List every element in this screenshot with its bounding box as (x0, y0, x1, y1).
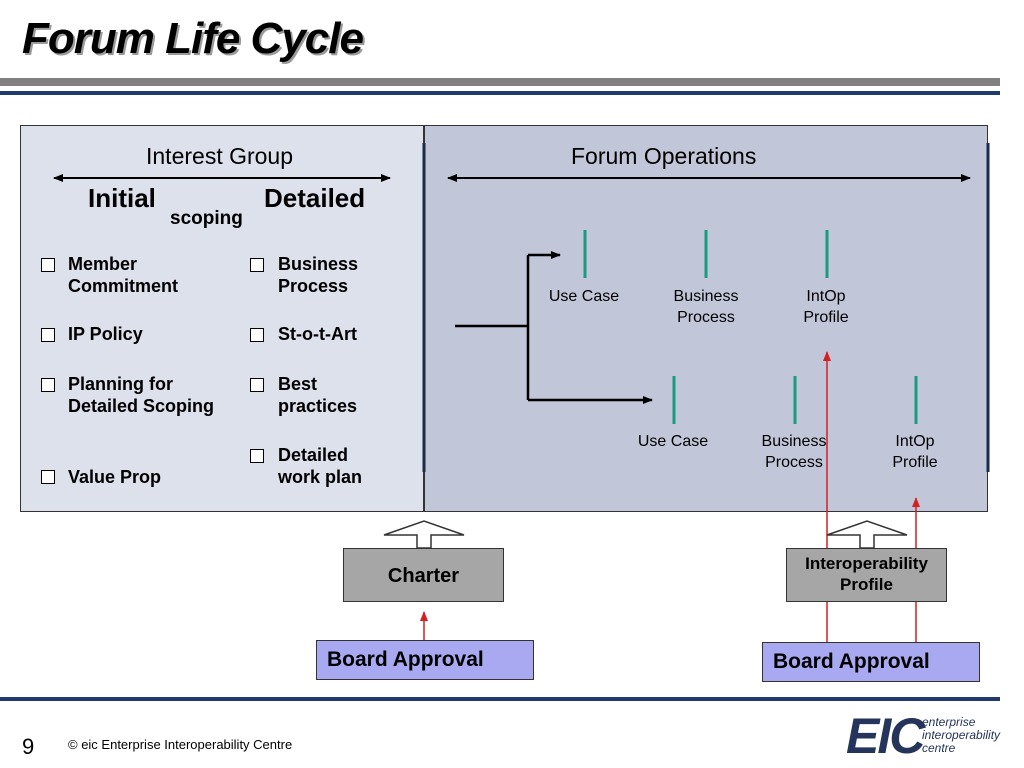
list-item: Member Commitment (68, 254, 179, 296)
charter-up-arrow (383, 520, 465, 549)
checkbox-icon (250, 449, 264, 463)
copyright-text: © eic Enterprise Interoperability Centre (68, 737, 293, 752)
board-approval-right: Board Approval (762, 642, 980, 682)
track2-business-process-label: Business Process (761, 433, 827, 471)
interest-group-panel (20, 125, 424, 512)
board-approval-right-label: Board Approval (773, 650, 930, 673)
interoperability-profile-label: Interoperability Profile (805, 554, 928, 594)
detailed-label: Detailed (264, 183, 366, 213)
footer-rule (0, 697, 1000, 701)
checkbox-icon (250, 378, 264, 392)
forum-operations-panel (424, 125, 988, 512)
logo-line: interoperability (922, 728, 1001, 742)
list-item: Value Prop (68, 467, 162, 487)
track1-business-process-label: Business Process (673, 288, 739, 326)
interoperability-profile-box: Interoperability Profile (786, 548, 947, 602)
interest-group-header: Interest Group (146, 143, 294, 169)
forum-operations-header: Forum Operations (571, 143, 757, 169)
checkbox-icon (41, 470, 55, 484)
checkbox-icon (41, 328, 55, 342)
eic-logo-text: enterprise interoperability centre (922, 716, 1000, 755)
list-item: Best practices (278, 374, 358, 416)
track2-use-case-label: Use Case (637, 433, 709, 450)
track2-intop-profile-label: IntOp Profile (892, 433, 938, 471)
charter-box: Charter (343, 548, 504, 602)
profile-up-arrow (826, 520, 908, 549)
scoping-label: scoping (170, 208, 243, 229)
checkbox-icon (250, 328, 264, 342)
eic-logo-mark: EIC (846, 708, 925, 764)
title-rule-blue (0, 91, 1000, 95)
board-approval-left: Board Approval (316, 640, 534, 680)
checkbox-icon (250, 258, 264, 272)
logo-line: enterprise (922, 715, 976, 729)
track1-intop-profile-label: IntOp Profile (803, 288, 849, 326)
logo-line: centre (922, 741, 956, 755)
list-item: Detailed work plan (278, 445, 363, 487)
list-item: IP Policy (68, 324, 143, 344)
branch-connector (455, 251, 653, 404)
charter-label: Charter (387, 565, 460, 587)
initial-label: Initial (88, 183, 156, 213)
title-rule-gray (0, 78, 1000, 86)
track1-use-case-label: Use Case (548, 288, 620, 305)
list-item: Business Process (278, 254, 359, 296)
board-approval-left-label: Board Approval (327, 648, 484, 671)
milestone-ticks (583, 230, 918, 424)
list-item: St-o-t-Art (278, 324, 357, 344)
page-number: 9 (22, 734, 35, 759)
slide-title: Forum Life Cycle (22, 14, 364, 63)
checkbox-icon (41, 378, 55, 392)
checkbox-icon (41, 258, 55, 272)
list-item: Planning for Detailed Scoping (68, 374, 215, 416)
